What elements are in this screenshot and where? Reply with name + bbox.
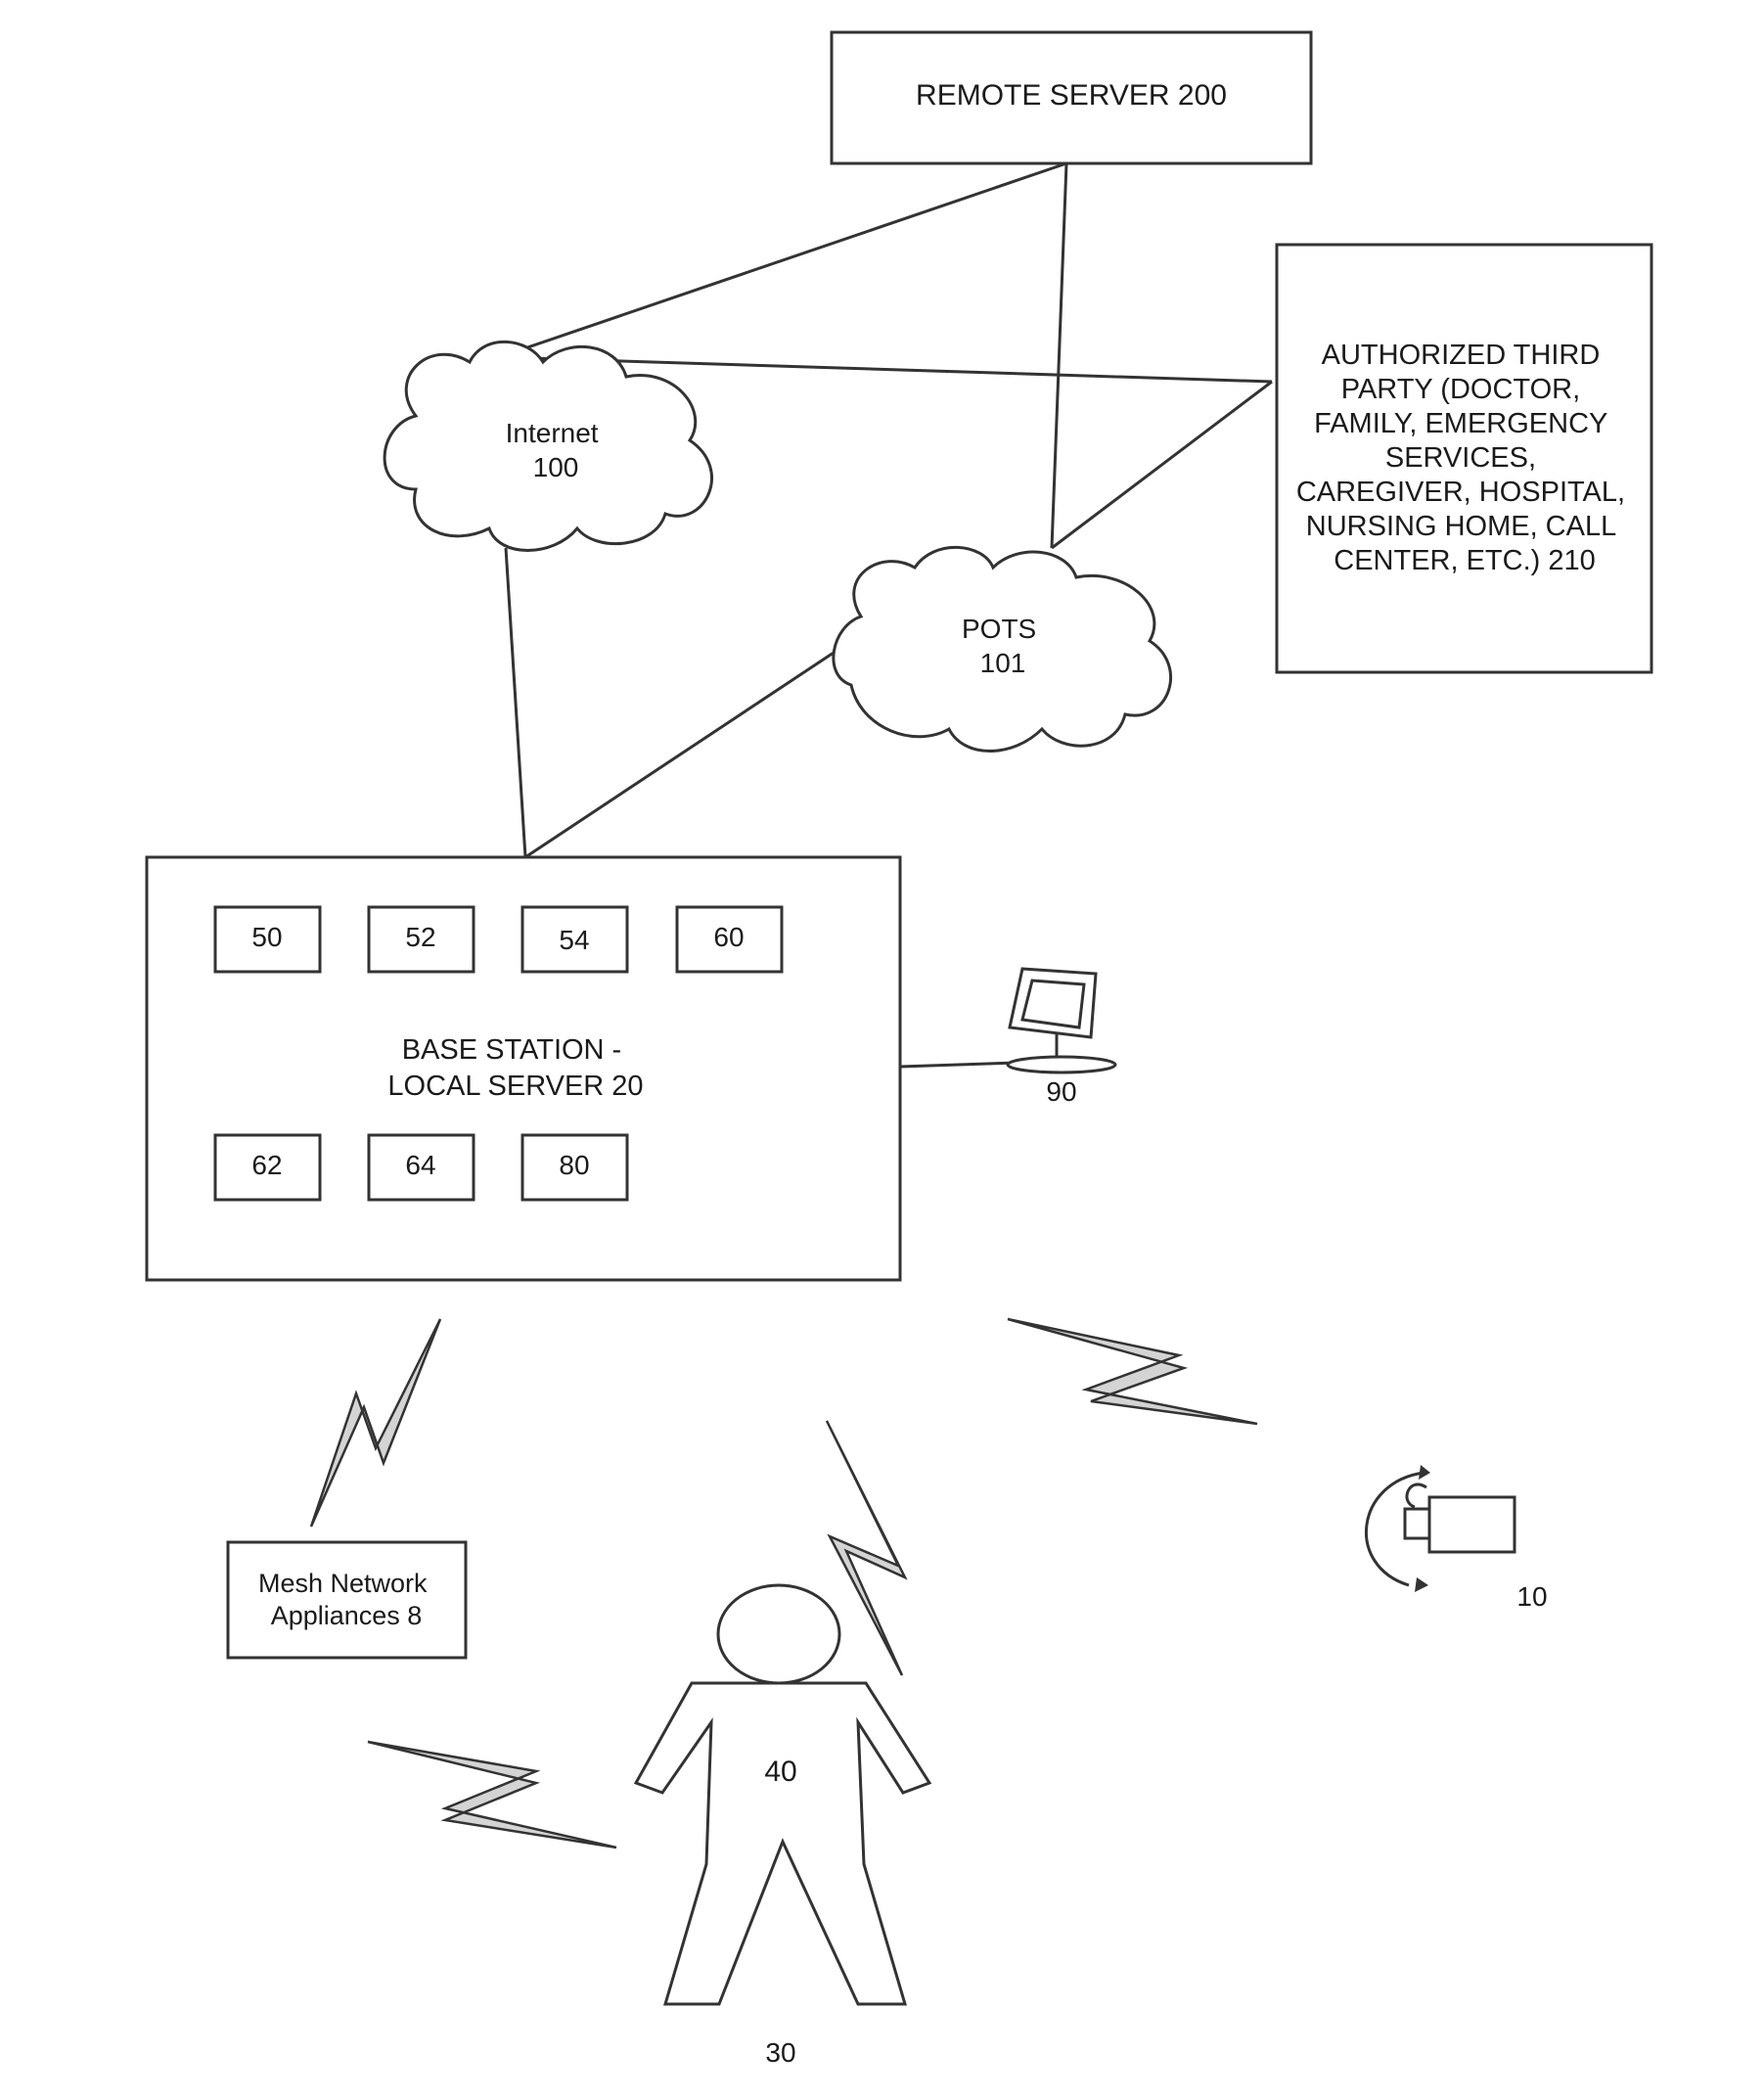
edge-pots-basestation (525, 651, 837, 857)
camera-node: 10 (1366, 1465, 1547, 1612)
module-80-label: 80 (559, 1150, 589, 1180)
module-50-label: 50 (251, 922, 282, 952)
remote-server-label: REMOTE SERVER 200 (916, 79, 1227, 112)
lightning-bolt-icon (368, 1742, 616, 1848)
person-node: 40 30 (636, 1585, 929, 2068)
pots-cloud: POTS 101 (834, 547, 1171, 751)
module-54-label: 54 (559, 925, 589, 955)
module-52: 52 (369, 907, 474, 972)
module-50: 50 (215, 907, 320, 972)
person-body-label: 40 (764, 1756, 796, 1788)
terminal-node: 90 (1008, 969, 1115, 1107)
remote-server-node: REMOTE SERVER 200 (832, 32, 1311, 163)
edge-pots-thirdparty (1052, 382, 1272, 548)
camera-label: 10 (1516, 1581, 1547, 1612)
module-80: 80 (522, 1135, 627, 1200)
camera-icon (1366, 1465, 1515, 1592)
lightning-bolt-icon (1008, 1319, 1257, 1424)
edge-internet-basestation (506, 548, 525, 857)
module-64-label: 64 (405, 1150, 435, 1180)
monitor-icon (1008, 969, 1115, 1072)
internet-cloud: Internet 100 (384, 342, 711, 550)
authorized-third-party-node: AUTHORIZED THIRD PARTY (DOCTOR, FAMILY, … (1277, 245, 1651, 672)
module-62-label: 62 (251, 1150, 282, 1180)
edge-basestation-terminal (900, 1063, 1018, 1067)
module-52-label: 52 (405, 922, 435, 952)
base-station-node: 50 52 54 60 BASE STATION - LOCAL SERVER … (147, 857, 900, 1280)
edge-remote-internet (499, 163, 1066, 357)
module-64: 64 (369, 1135, 474, 1200)
module-60-label: 60 (713, 922, 744, 952)
person-label: 30 (765, 2037, 795, 2068)
lightning-bolt-icon (311, 1319, 440, 1527)
module-62: 62 (215, 1135, 320, 1200)
terminal-label: 90 (1046, 1076, 1076, 1107)
mesh-network-node: Mesh Network Appliances 8 (228, 1542, 466, 1658)
module-60: 60 (677, 907, 782, 972)
edge-remote-pots (1052, 163, 1066, 548)
person-icon (636, 1585, 929, 2004)
module-54: 54 (522, 907, 627, 972)
